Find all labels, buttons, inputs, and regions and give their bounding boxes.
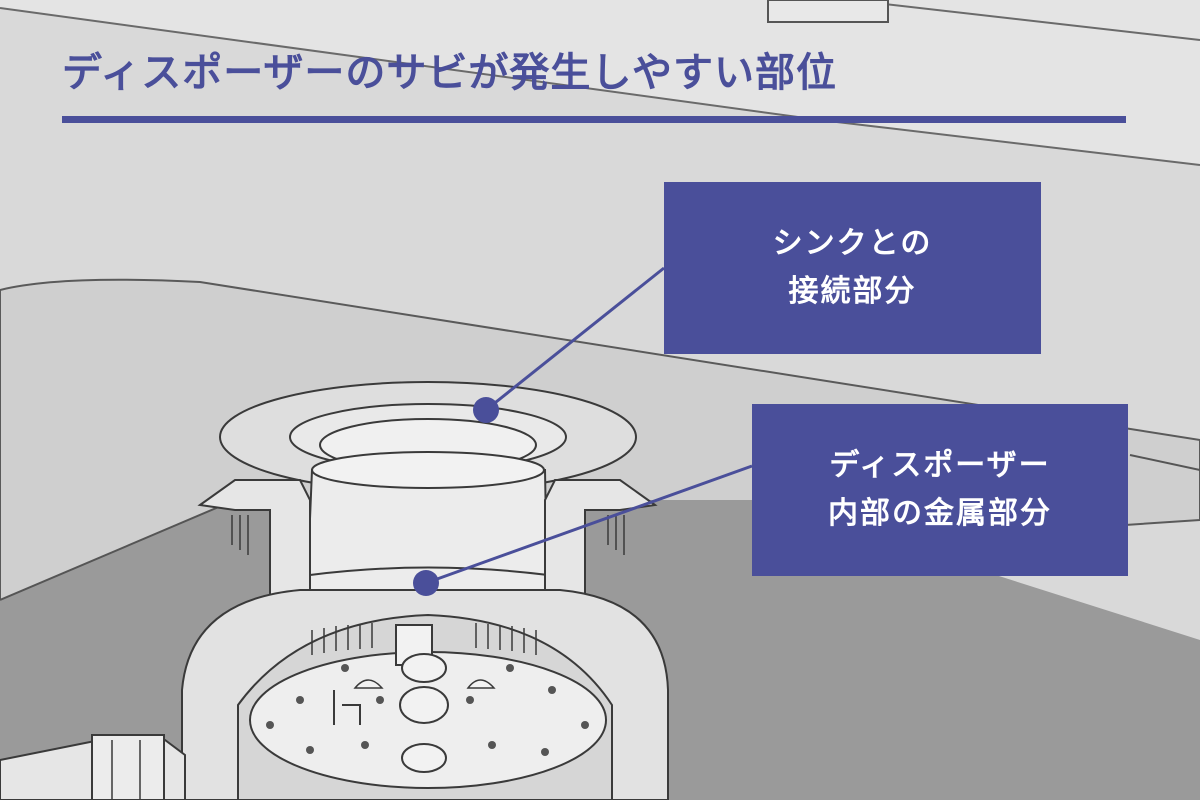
leader-line-sink xyxy=(485,266,665,412)
callout-sink-line1: シンクとの xyxy=(772,226,933,261)
marker-disposer-inner xyxy=(413,570,439,596)
title-underline xyxy=(62,116,1126,123)
disposer-body xyxy=(181,451,669,800)
marker-sink-connection xyxy=(473,397,499,423)
callout-sink-line2: 接続部分 xyxy=(788,274,917,309)
leader-line-inner xyxy=(425,464,753,585)
callout-inner-line1: ディスポーザー xyxy=(829,448,1051,483)
callout-inner-line2: 内部の金属部分 xyxy=(828,496,1052,531)
callout-sink-connection: シンクとの 接続部分 xyxy=(664,182,1041,354)
page-title: ディスポーザーのサビが発生しやすい部位 xyxy=(62,50,837,96)
discharge-pipe xyxy=(0,734,186,800)
callout-disposer-inner: ディスポーザー 内部の金属部分 xyxy=(752,404,1128,576)
